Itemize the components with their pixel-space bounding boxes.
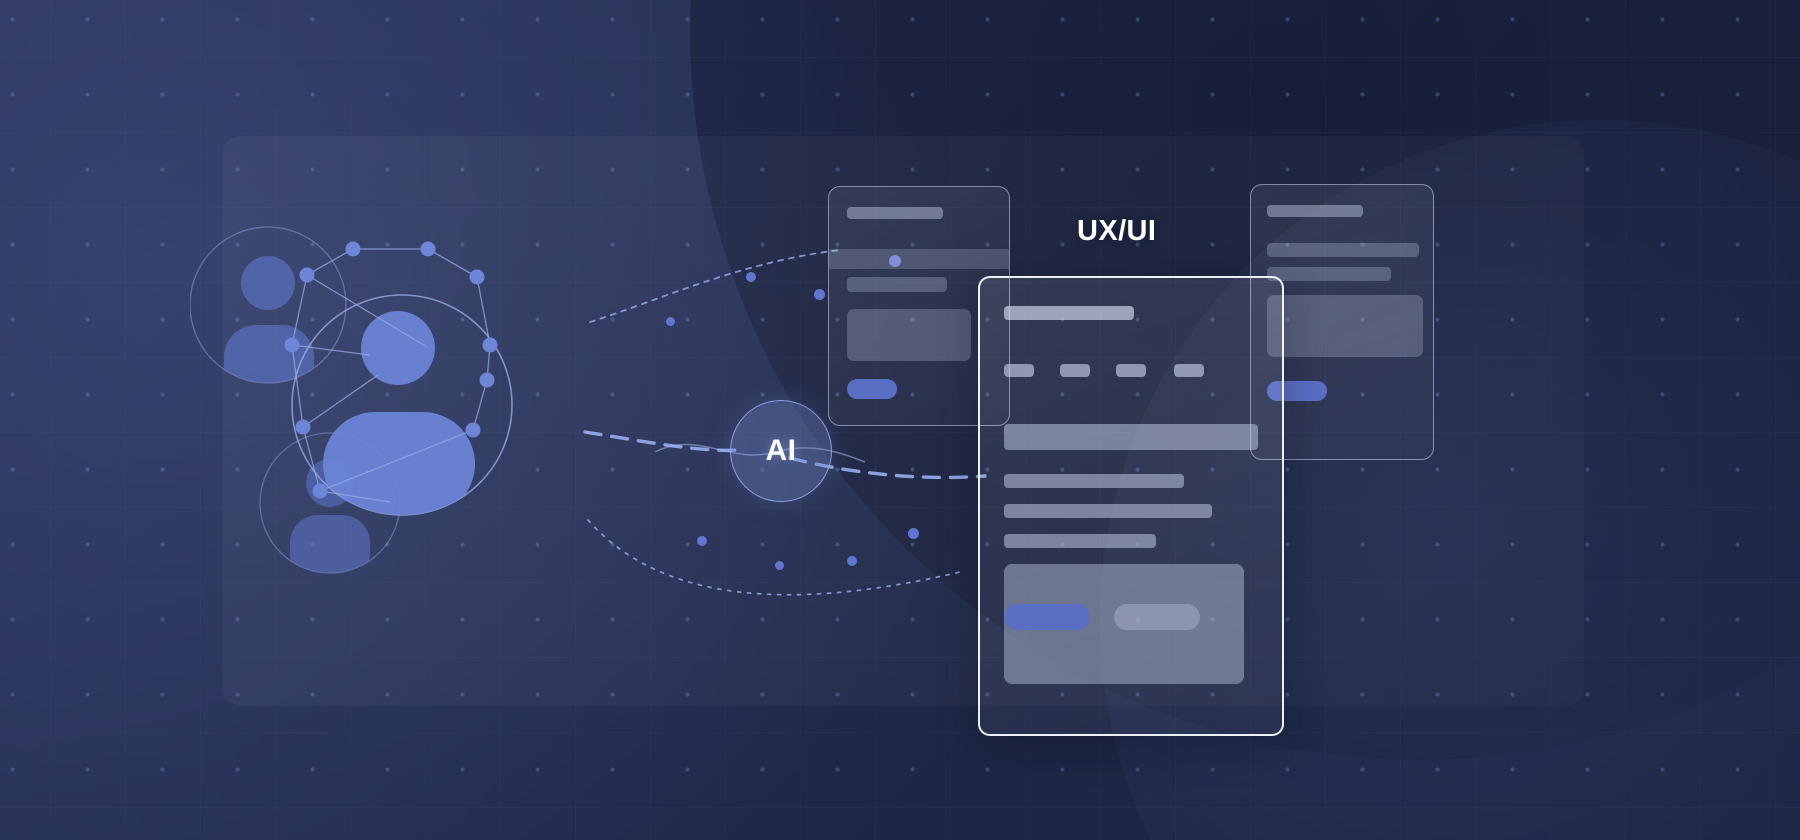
card-field-bar <box>1267 267 1391 281</box>
people-network-graph <box>190 226 513 574</box>
ai-node-label: AI <box>765 434 797 467</box>
accent-dot <box>746 272 756 282</box>
accent-dot <box>889 255 901 267</box>
card-title-bar <box>847 207 943 219</box>
accent-dot <box>666 317 675 326</box>
connector-top <box>589 249 841 323</box>
connector-bottom <box>587 519 961 596</box>
card-secondary-button[interactable] <box>1114 604 1200 630</box>
card-field-bar <box>847 277 947 292</box>
ai-node[interactable]: AI <box>730 400 832 502</box>
card-image-block <box>847 309 971 361</box>
card-text-bar <box>1004 504 1212 518</box>
card-chip[interactable] <box>1060 364 1090 377</box>
card-chip[interactable] <box>1116 364 1146 377</box>
card-title-bar <box>1004 306 1134 320</box>
accent-dot <box>908 528 919 539</box>
card-text-bar <box>1004 534 1156 548</box>
accent-dot <box>847 556 857 566</box>
wireframe-card-back-right[interactable] <box>1250 184 1434 460</box>
card-field-bar <box>1267 243 1419 257</box>
ux-ui-label: UX/UI <box>1077 215 1157 247</box>
card-text-bar <box>1004 474 1184 488</box>
card-chip[interactable] <box>1174 364 1204 377</box>
accent-dot <box>697 536 707 546</box>
card-strip <box>829 249 1009 269</box>
card-title-bar <box>1267 205 1363 217</box>
wireframe-card-front[interactable] <box>978 276 1284 736</box>
card-primary-button[interactable] <box>1004 604 1090 630</box>
card-chip[interactable] <box>1004 364 1034 377</box>
accent-dot <box>814 289 825 300</box>
card-primary-button[interactable] <box>847 379 897 399</box>
card-image-block <box>1267 295 1423 357</box>
card-banner-bar <box>1004 424 1258 450</box>
accent-dot <box>775 561 784 570</box>
